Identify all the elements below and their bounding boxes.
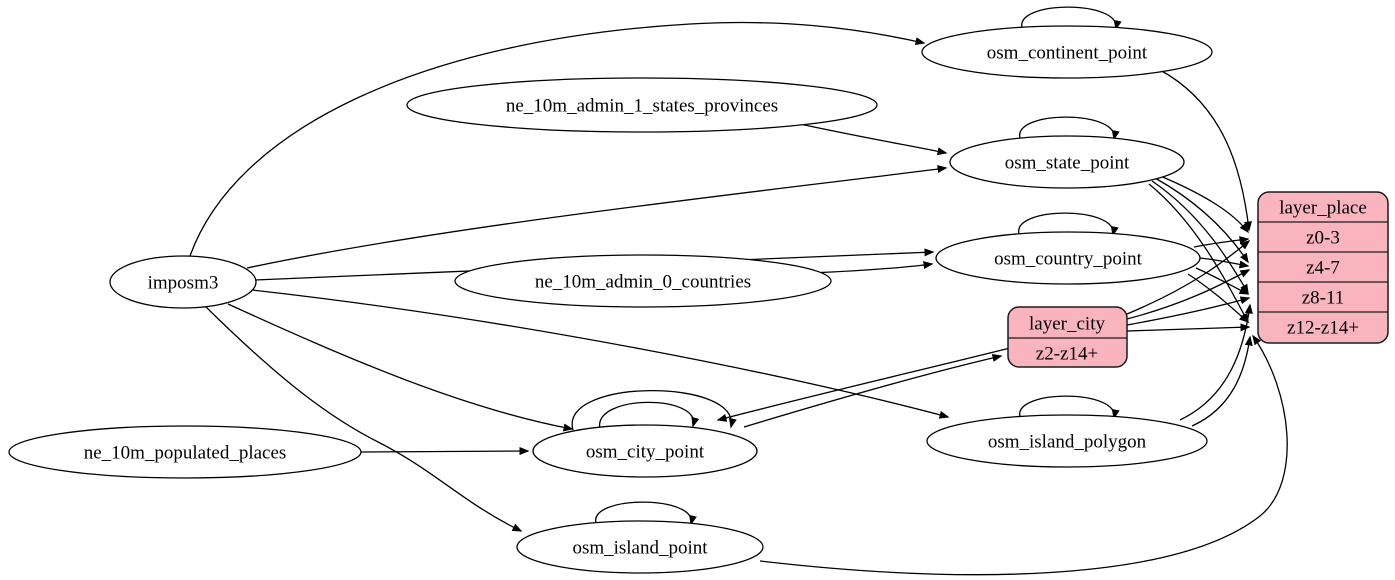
node-layer-place-row-z8-11: z8-11 [1302, 288, 1345, 309]
node-osm-island-point-label: osm_island_point [572, 538, 708, 559]
node-osm-city-point: osm_city_point [532, 424, 758, 478]
node-layer-place-row-z12-z14: z12-z14+ [1287, 318, 1359, 339]
edge-osm_city_point-to-osm_city_point-self-loop [571, 390, 737, 431]
edge-osm_state_point-to-layer_place-z12-z14+ [1148, 183, 1249, 324]
node-layer-city: layer_city z2-z14+ [1007, 306, 1128, 368]
node-osm-country-point-label: osm_country_point [994, 249, 1142, 270]
edge-ne_10m_populated_places-to-osm_city_point [360, 447, 530, 456]
edge-osm_island_polygon-to-osm_island_polygon-self-loop [1019, 395, 1120, 420]
node-ne-10m-populated-places: ne_10m_populated_places [8, 425, 362, 479]
node-layer-city-row-z2-z14: z2-z14+ [1036, 344, 1098, 365]
edge-osm_state_point-to-layer_place-z0-3 [1157, 174, 1249, 234]
edge-layer_city-to-layer_place-z0-3 [1126, 240, 1251, 315]
edge-osm_continent_point-to-osm_continent_point-self-loop [1021, 6, 1122, 31]
node-osm-continent-point: osm_continent_point [921, 25, 1213, 79]
edge-ne_10m_admin_0_countries-to-osm_country_point [811, 261, 934, 274]
node-osm-island-point: osm_island_point [516, 520, 764, 574]
node-osm-state-point-label: osm_state_point [1005, 153, 1130, 174]
node-layer-place: layer_place z0-3 z4-7 z8-11 z12-z14+ [1257, 191, 1389, 344]
edge-osm_state_point-to-layer_place-z4-7 [1154, 177, 1249, 264]
node-layer-place-row-z4-7: z4-7 [1306, 258, 1340, 279]
edge-imposm3-to-osm_city_point [227, 303, 574, 432]
edge-layer_city-to-osm_city_point [716, 347, 1011, 422]
edge-osm_country_point-to-layer_place-z0-3 [1193, 236, 1250, 248]
node-osm-city-point-label: osm_city_point [586, 442, 705, 463]
edge-osm_island_point-to-osm_island_point-self-loop [595, 501, 697, 526]
edge-osm_island_polygon-to-layer_place-z8-11 [1179, 303, 1253, 421]
edge-layer_city-to-layer_place-z4-7 [1126, 269, 1251, 320]
edge-osm_island_polygon-to-layer_place-z12-z14+ [1191, 335, 1253, 427]
node-imposm3-label: imposm3 [148, 273, 219, 294]
edge-imposm3-to-osm_state_point [246, 165, 948, 269]
edge-layer [189, 6, 1288, 576]
edge-osm_city_point-to-osm_city_point-self-loop [599, 401, 700, 430]
node-layer-city-title: layer_city [1029, 314, 1105, 335]
edge-ne_10m_admin_1_states_provinces-to-osm_state_point [799, 123, 948, 156]
edge-osm_continent_point-to-layer_place-z0-3 [1159, 69, 1252, 232]
edge-imposm3-to-osm_island_polygon [251, 289, 950, 419]
node-ne-10m-populated-places-label: ne_10m_populated_places [84, 443, 287, 464]
node-osm-country-point: osm_country_point [935, 231, 1201, 285]
edge-osm_city_point-to-layer_city-z2-z14+ [743, 354, 1003, 428]
edge-osm_country_point-to-layer_place-z8-11 [1195, 267, 1250, 295]
edge-imposm3-to-osm_island_point [204, 305, 523, 532]
edge-osm_island_point-to-layer_place-z12-z14+ [759, 334, 1288, 576]
edge-layer_city-to-layer_place-z12-z14+ [1126, 323, 1251, 332]
edge-osm_state_point-to-layer_place-z8-11 [1151, 180, 1249, 295]
node-osm-continent-point-label: osm_continent_point [987, 43, 1148, 64]
node-imposm3: imposm3 [109, 255, 257, 309]
node-ne-10m-admin-1-states-provinces: ne_10m_admin_1_states_provinces [406, 77, 878, 133]
edge-osm_country_point-to-layer_place-z4-7 [1199, 257, 1250, 269]
node-layer-place-title: layer_place [1279, 198, 1367, 219]
edge-osm_country_point-to-osm_country_point-self-loop [1018, 212, 1119, 237]
node-layer-place-row-z0-3: z0-3 [1306, 228, 1340, 249]
edge-imposm3-to-osm_continent_point [189, 21, 926, 257]
node-osm-state-point: osm_state_point [949, 135, 1185, 189]
node-osm-island-polygon: osm_island_polygon [926, 414, 1208, 468]
edge-osm_state_point-to-osm_state_point-self-loop [1019, 116, 1120, 141]
edge-layer_city-to-layer_place-z8-11 [1126, 296, 1251, 326]
node-ne-10m-admin-0-countries: ne_10m_admin_0_countries [454, 254, 832, 308]
edge-osm_country_point-to-layer_place-z12-z14+ [1187, 273, 1250, 323]
node-osm-island-polygon-label: osm_island_polygon [988, 432, 1147, 453]
node-ne-10m-admin-0-countries-label: ne_10m_admin_0_countries [535, 272, 751, 293]
node-ne-10m-admin-1-states-provinces-label: ne_10m_admin_1_states_provinces [506, 96, 778, 117]
